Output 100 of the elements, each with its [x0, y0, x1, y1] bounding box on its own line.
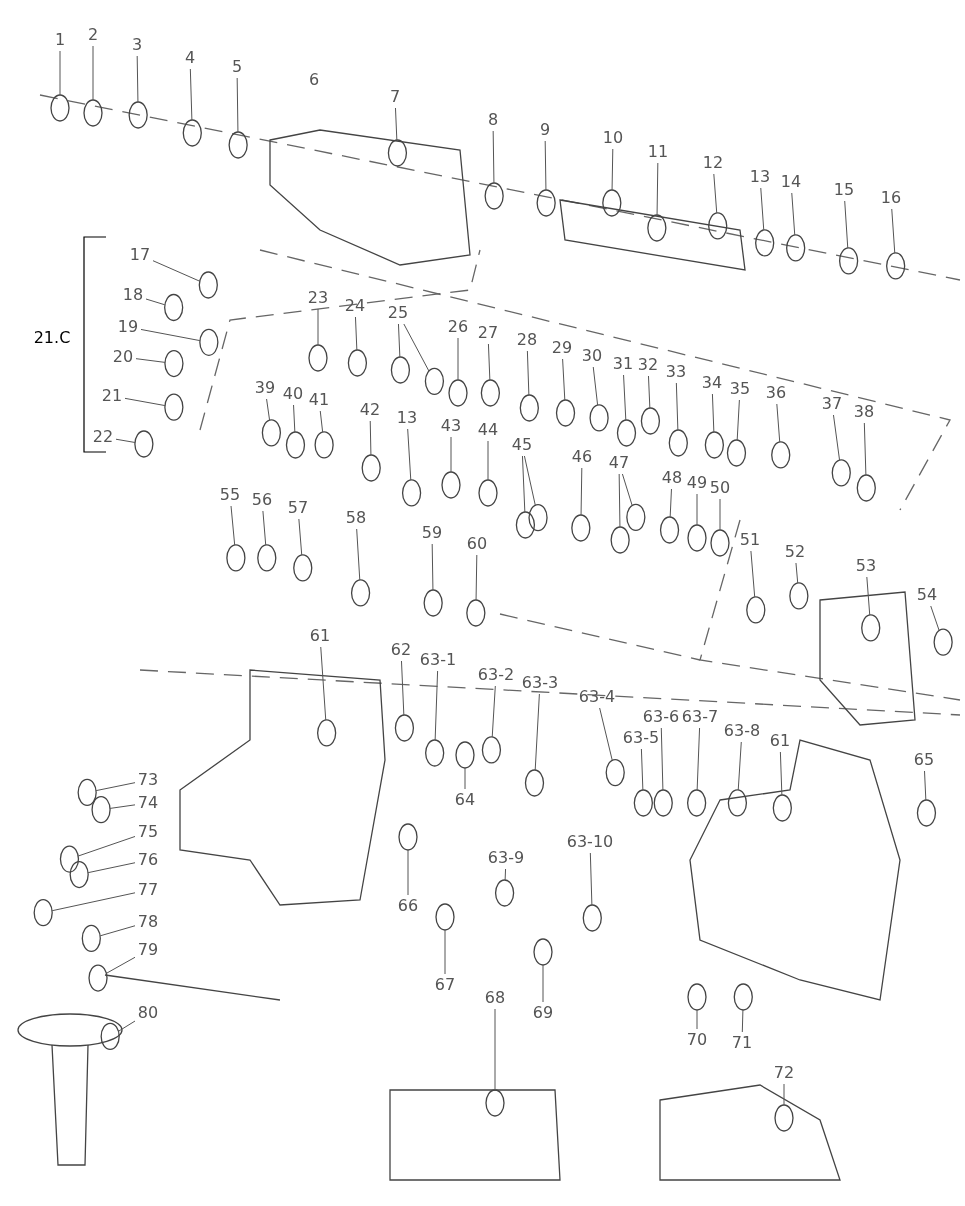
callout-number: 46 [570, 447, 594, 467]
part-drawing [746, 596, 766, 624]
part-drawing [704, 431, 724, 459]
callout-number: 45 [510, 435, 534, 455]
part-drawing [425, 739, 445, 767]
part-drawing [401, 479, 422, 507]
callout-number: 65 [912, 750, 936, 770]
part-drawing [771, 441, 791, 469]
callout-number: 23 [306, 288, 330, 308]
leader-line [124, 397, 166, 407]
part-drawing [555, 399, 576, 427]
callout-number: 36 [764, 383, 788, 403]
callout-number: 74 [136, 793, 160, 813]
part-drawing [394, 714, 415, 742]
leader-line [487, 440, 489, 481]
leader-line [293, 404, 296, 433]
part-drawing [293, 554, 313, 582]
callout-number: 60 [465, 534, 489, 554]
part-drawing [285, 431, 306, 459]
part-drawing [261, 419, 282, 447]
callout-number: 6 [307, 70, 321, 90]
leader-line [457, 337, 459, 381]
part-drawing [441, 471, 461, 499]
part-drawing [455, 741, 475, 769]
part-drawing [50, 94, 70, 122]
leader-line [696, 493, 698, 526]
part-drawing [687, 524, 707, 552]
part-drawing [398, 823, 418, 851]
part-drawing [519, 394, 539, 422]
part-drawing [466, 599, 486, 627]
part-drawing [424, 367, 445, 395]
callout-number: 20 [111, 347, 135, 367]
leader-line [779, 751, 783, 796]
part-drawing [390, 356, 411, 384]
part-drawing [789, 582, 809, 610]
part-drawing [687, 983, 707, 1011]
callout-number: 70 [685, 1030, 709, 1050]
callout-number: 80 [136, 1003, 160, 1023]
leader-line [621, 473, 633, 506]
leader-line [403, 323, 430, 372]
callout-number: 31 [611, 354, 635, 374]
callout-number: 63-1 [416, 650, 460, 670]
callout-number: 53 [854, 556, 878, 576]
leader-line [760, 187, 765, 231]
part-drawing [626, 503, 646, 531]
part-drawing [164, 293, 184, 322]
leader-line [696, 727, 701, 791]
callout-number: 59 [420, 523, 444, 543]
callout-number: 67 [433, 975, 457, 995]
part-drawing [533, 938, 553, 966]
callout-number: 34 [700, 373, 724, 393]
part-drawing [536, 189, 556, 217]
callout-number: 24 [343, 296, 367, 316]
part-drawing [317, 719, 337, 747]
leader-line [640, 748, 644, 791]
callout-number: 13 [395, 408, 419, 428]
leader-line [319, 410, 324, 433]
part-drawing [134, 430, 154, 458]
leader-line [696, 1009, 698, 1030]
leader-line [526, 350, 530, 396]
leader-line [656, 162, 659, 216]
callout-number: 35 [728, 379, 752, 399]
leader-line [356, 528, 361, 581]
part-drawing [435, 903, 455, 931]
callout-number: 26 [446, 317, 470, 337]
leader-line [354, 316, 358, 351]
leader-line [750, 550, 756, 598]
part-drawing [886, 252, 906, 280]
leader-line [523, 455, 536, 506]
callout-number: 8 [486, 110, 500, 130]
part-drawing [182, 119, 202, 147]
part-drawing [659, 516, 680, 544]
callout-number: 40 [281, 384, 305, 404]
leader-line [719, 498, 721, 531]
part-drawing [88, 964, 108, 992]
leader-line [924, 770, 927, 801]
callout-number: 14 [779, 172, 803, 192]
leader-line [844, 200, 849, 249]
callout-number: 78 [136, 912, 160, 932]
callout-number: 2 [86, 25, 100, 45]
leader-line [475, 554, 478, 601]
part-drawing [257, 544, 277, 572]
part-drawing [774, 1104, 794, 1132]
part-drawing [484, 182, 504, 210]
leader-line [741, 1009, 744, 1033]
callout-number: 39 [253, 378, 277, 398]
callout-number: 12 [701, 153, 725, 173]
leader-line [77, 836, 136, 857]
callout-number: 37 [820, 394, 844, 414]
leader-line [492, 130, 495, 184]
leader-line [544, 140, 547, 191]
callout-number: 73 [136, 770, 160, 790]
leader-line [866, 576, 871, 616]
part-drawing [515, 511, 536, 539]
part-drawing [69, 860, 89, 889]
leader-line [95, 782, 136, 792]
leader-line [140, 328, 201, 342]
leader-line [92, 45, 94, 101]
callout-number: 47 [607, 453, 631, 473]
callout-number: 18 [121, 285, 145, 305]
